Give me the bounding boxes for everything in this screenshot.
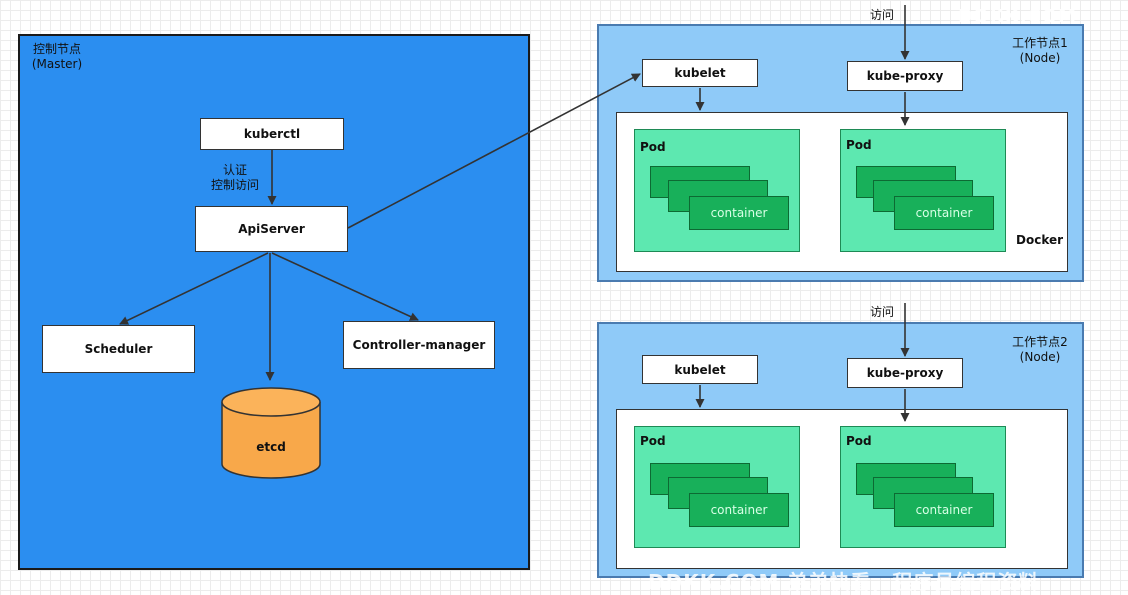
node2-kubelet-box: kubelet <box>642 355 758 384</box>
node2-subtitle: (Node) <box>1019 350 1061 364</box>
node2-pod-1-container: container <box>689 493 789 527</box>
watermark-top: DDKK.COM <box>958 6 1078 27</box>
kubectl-box: kuberctl <box>200 118 344 150</box>
etcd-label: etcd <box>256 440 286 454</box>
node1-kubelet-box: kubelet <box>642 59 758 87</box>
master-subtitle: (Master) <box>31 57 83 71</box>
master-node-title: 控制节点 (Master) <box>22 42 92 72</box>
node1-pod-2-container: container <box>894 196 994 230</box>
node2-pod-1-title: Pod <box>640 434 666 448</box>
node1-pod-1-title: Pod <box>640 140 666 154</box>
node2-kube-proxy-box: kube-proxy <box>847 358 963 388</box>
worker-node-1-title: 工作节点1 (Node) <box>1000 36 1080 66</box>
node2-pod-2-container: container <box>894 493 994 527</box>
auth-line1: 认证 <box>222 163 247 177</box>
node2-title: 工作节点2 <box>1012 335 1068 349</box>
auth-label: 认证 控制访问 <box>200 163 270 193</box>
worker-node-2-title: 工作节点2 (Node) <box>1000 335 1080 365</box>
node2-pod-2-title: Pod <box>846 434 872 448</box>
node1-pod-1-container: container <box>689 196 789 230</box>
node1-subtitle: (Node) <box>1019 51 1061 65</box>
master-title: 控制节点 <box>32 42 81 56</box>
node1-pod-2-title: Pod <box>846 138 872 152</box>
watermark-bottom: DDKK.COM 弟弟快看，程序员编程资料 <box>648 570 1040 594</box>
controller-manager-box: Controller-manager <box>343 321 495 369</box>
scheduler-box: Scheduler <box>42 325 195 373</box>
node2-access-label: 访问 <box>870 305 895 319</box>
node1-docker-label: Docker <box>1016 233 1064 247</box>
node1-kube-proxy-box: kube-proxy <box>847 61 963 91</box>
node1-access-label: 访问 <box>870 8 895 22</box>
apiserver-box: ApiServer <box>195 206 348 252</box>
node1-title: 工作节点1 <box>1012 36 1068 50</box>
auth-line2: 控制访问 <box>210 178 259 192</box>
master-node <box>18 34 530 570</box>
